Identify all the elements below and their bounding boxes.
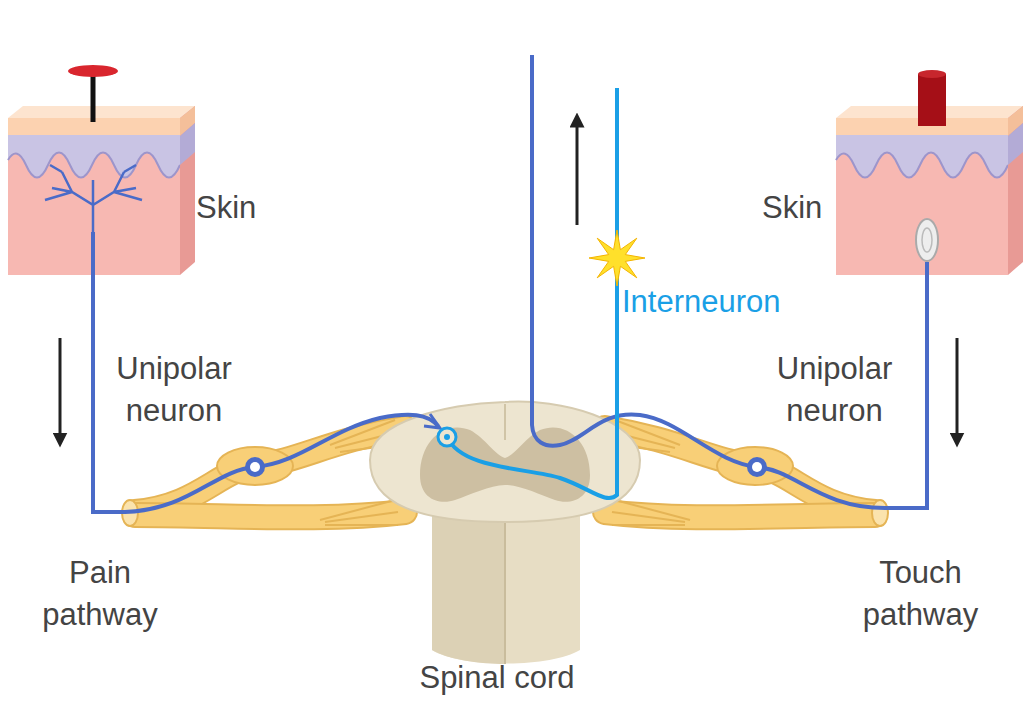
cell-body [747,457,767,477]
text-label: Unipolar neuron [94,348,254,432]
pain-neuron [93,232,438,512]
right-roots [605,420,888,526]
signal-burst [589,230,645,286]
pain-receptor [45,165,142,232]
skin-left [8,106,195,275]
text-label: Skin [196,187,306,229]
touch-receptor [916,219,938,261]
skin-right [836,106,1023,275]
touch-object [918,74,946,126]
cell-nucleus [250,462,260,472]
touch-object-top [918,70,946,78]
cord-section [370,402,640,522]
cell-body [245,457,265,477]
text-label: Touch pathway [838,552,1003,636]
pin-stem [91,72,96,122]
text-label: Unipolar neuron [752,348,917,432]
interneuron-body [438,428,456,446]
left-roots [122,420,405,526]
interneuron-nucleus [444,434,450,440]
text-label: Pain pathway [20,552,180,636]
pin-head [68,65,118,77]
interneuron-axon [447,88,617,498]
touch-neuron [532,55,927,508]
direction-arrow [956,338,959,440]
dorsal-sulcus [504,404,506,440]
median-fissure [504,520,506,664]
direction-arrow [576,120,579,225]
text-label: Interneuron [622,281,862,323]
direction-arrow [59,338,62,440]
text-label: Skin [762,187,872,229]
cell-nucleus [752,462,762,472]
pain-neuron-tip [424,414,440,428]
touch-receptor-core [922,228,932,252]
text-label: Spinal cord [347,657,647,699]
